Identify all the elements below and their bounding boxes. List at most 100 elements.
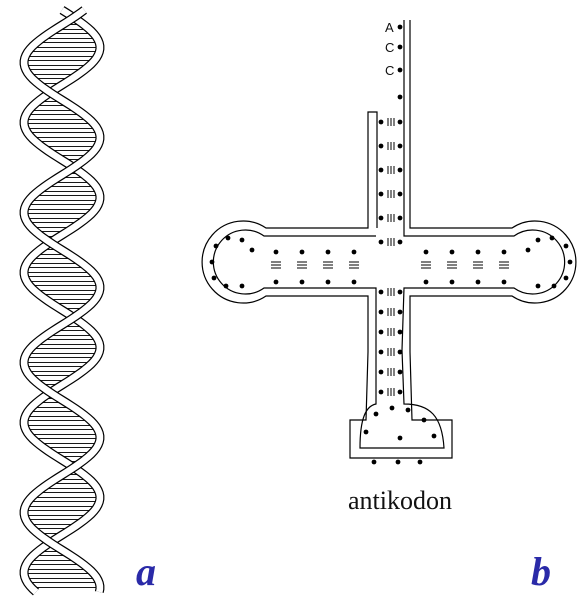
- nucleotide-dot: [501, 249, 507, 255]
- base-pair-rung: [24, 204, 98, 210]
- nucleotide-dot: [373, 411, 379, 417]
- nucleotide-label-c2: C: [385, 63, 395, 78]
- nucleotide-dot: [397, 349, 403, 355]
- nucleotide-dot: [378, 329, 384, 335]
- nucleotide-label-c1: C: [385, 40, 395, 55]
- nucleotide-dot: [351, 279, 357, 285]
- trna-cloverleaf: [201, 20, 577, 465]
- nucleotide-dot: [223, 283, 229, 289]
- nucleotide-dot: [325, 279, 331, 285]
- nucleotide-dot: [371, 459, 377, 465]
- nucleotide-dot: [363, 429, 369, 435]
- nucleotide-dot: [211, 275, 217, 281]
- base-pair-rung: [30, 195, 101, 201]
- nucleotide-dot: [397, 309, 403, 315]
- nucleotide-dot: [397, 191, 403, 197]
- nucleotide-dot: [397, 167, 403, 173]
- nucleotide-dot: [378, 369, 384, 375]
- base-pair-rung: [23, 573, 97, 579]
- nucleotide-dot: [299, 279, 305, 285]
- nucleotide-dot: [395, 459, 401, 465]
- nucleotide-dot: [551, 283, 557, 289]
- panel-label-a: a: [136, 549, 156, 594]
- nucleotide-dot: [475, 279, 481, 285]
- base-pair-rung: [23, 420, 94, 426]
- base-pair-rung: [28, 132, 101, 138]
- nucleotide-dot: [475, 249, 481, 255]
- base-pair-rung: [31, 285, 101, 291]
- nucleotide-dot: [378, 167, 384, 173]
- nucleotide-dot: [397, 143, 403, 149]
- nucleotide-dot: [239, 283, 245, 289]
- nucleotide-dot: [273, 249, 279, 255]
- base-pair-rung: [27, 348, 101, 354]
- nucleotide-dot: [389, 405, 395, 411]
- nucleotide-dot: [378, 119, 384, 125]
- nucleotide-dot: [397, 215, 403, 221]
- nucleotide-dots: [209, 24, 573, 465]
- nucleotide-dot: [378, 389, 384, 395]
- nucleotide-dot: [378, 289, 384, 295]
- nucleotide-dot: [397, 24, 403, 30]
- nucleotide-dot: [209, 259, 215, 265]
- nucleotide-dot: [397, 435, 403, 441]
- base-pair-rung: [34, 438, 101, 444]
- base-pair-rung: [24, 276, 99, 282]
- base-pair-rung: [33, 42, 101, 48]
- nucleotide-dot: [449, 279, 455, 285]
- nucleotide-dot: [397, 119, 403, 125]
- nucleotide-dot: [501, 279, 507, 285]
- base-pair-bonds: [271, 118, 509, 396]
- nucleotide-dot: [225, 235, 231, 241]
- base-pair-rung: [25, 501, 100, 507]
- nucleotide-dot: [567, 259, 573, 265]
- nucleotide-dot: [299, 249, 305, 255]
- base-pair-rung: [23, 357, 96, 363]
- nucleotide-dot: [405, 407, 411, 413]
- nucleotide-dot: [563, 275, 569, 281]
- trna-inner-outline: [212, 20, 566, 449]
- nucleotide-dot: [378, 309, 384, 315]
- base-pair-rung: [23, 60, 93, 66]
- nucleotide-dot: [378, 215, 384, 221]
- anticodon-caption: antikodon: [348, 486, 452, 515]
- nucleotide-dot: [378, 191, 384, 197]
- nucleotide-label-a: A: [385, 20, 394, 35]
- helix-strand-fill: [20, 7, 104, 595]
- base-pair-rung: [23, 213, 90, 219]
- base-pair-rung: [23, 123, 97, 129]
- dna-double-helix: [19, 6, 105, 596]
- nucleotide-dot: [397, 289, 403, 295]
- base-pair-rung: [23, 510, 93, 516]
- helix-strand-fill: [20, 7, 104, 593]
- base-pair-rung: [33, 492, 101, 498]
- base-pair-rung: [28, 582, 101, 588]
- nucleotide-dot: [449, 249, 455, 255]
- nucleotide-dot: [563, 243, 569, 249]
- nucleotide-dot: [397, 389, 403, 395]
- nucleotide-dot: [397, 67, 403, 73]
- panel-label-b: b: [531, 549, 551, 594]
- nucleotide-dot: [378, 239, 384, 245]
- nucleotide-dot: [535, 237, 541, 243]
- nucleotide-dot: [213, 243, 219, 249]
- nucleotide-dot: [351, 249, 357, 255]
- nucleotide-dot: [421, 417, 427, 423]
- base-pair-rung: [23, 267, 91, 273]
- nucleotide-dot: [239, 237, 245, 243]
- nucleotide-dot: [378, 143, 384, 149]
- nucleotide-dot: [397, 94, 403, 100]
- trna-outer-outline: [201, 20, 577, 459]
- base-pair-rung: [25, 51, 100, 57]
- nucleotide-dot: [397, 369, 403, 375]
- nucleotide-dot: [249, 247, 255, 253]
- base-pair-rung: [26, 429, 100, 435]
- nucleotide-dot: [525, 247, 531, 253]
- nucleotide-dot: [397, 239, 403, 245]
- nucleotide-dot: [273, 279, 279, 285]
- nucleotide-dot: [378, 349, 384, 355]
- nucleotide-dot: [423, 249, 429, 255]
- nucleotide-dot: [549, 235, 555, 241]
- nucleotide-dot: [535, 283, 541, 289]
